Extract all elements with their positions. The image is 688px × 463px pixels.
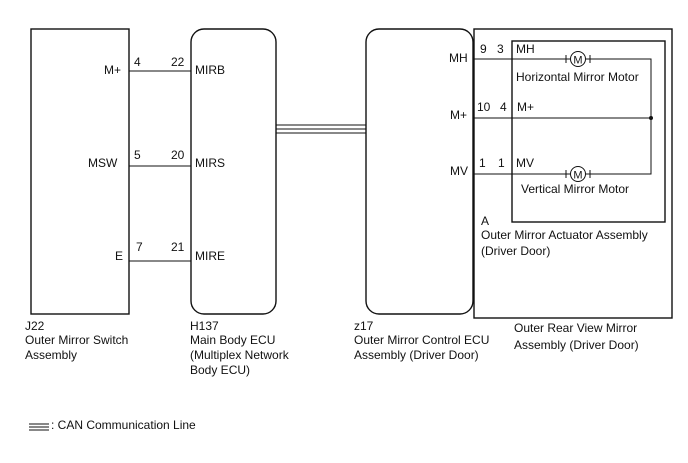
actuator-pin-number-1: 1 xyxy=(498,156,505,170)
switch-assembly-name-line2: Assembly xyxy=(25,348,77,362)
actuator-pin-label-mv: MV xyxy=(516,156,534,170)
switch-pin-number-7: 7 xyxy=(136,240,143,254)
control-ecu-box xyxy=(365,28,474,315)
horizontal-motor-label: Horizontal Mirror Motor xyxy=(516,70,639,84)
control-ecu-name-line2: Assembly (Driver Door) xyxy=(354,348,479,362)
vertical-motor-icon xyxy=(565,166,591,182)
control-ecu-pin-number-1: 1 xyxy=(479,156,486,170)
control-ecu-pin-label-mv: MV xyxy=(450,164,468,178)
control-ecu-pin-label-mh: MH xyxy=(449,51,468,65)
control-ecu-pin-label-mplus: M+ xyxy=(450,108,467,122)
switch-pin-label-e: E xyxy=(115,249,123,263)
vertical-motor-label: Vertical Mirror Motor xyxy=(521,182,629,196)
body-ecu-pin-number-20: 20 xyxy=(171,148,185,162)
horizontal-motor-symbol: M xyxy=(573,55,582,67)
actuator-box xyxy=(511,40,666,223)
body-ecu-pin-number-22: 22 xyxy=(171,55,185,69)
legend-can-line-label: : CAN Communication Line xyxy=(51,418,196,432)
junction-dot xyxy=(649,116,653,120)
control-ecu-pin-number-9: 9 xyxy=(480,42,487,56)
body-ecu-name-line1: Main Body ECU xyxy=(190,333,275,347)
actuator-pin-number-4: 4 xyxy=(500,100,507,114)
switch-pin-label-mplus: M+ xyxy=(104,63,121,77)
switch-pin-number-5: 5 xyxy=(134,148,141,162)
rear-view-mirror-name-line2: Assembly (Driver Door) xyxy=(514,338,639,352)
vertical-motor-symbol: M xyxy=(573,170,582,182)
actuator-name-line1: Outer Mirror Actuator Assembly xyxy=(481,228,648,242)
switch-assembly-name-line1: Outer Mirror Switch xyxy=(25,333,128,347)
actuator-pin-label-mh: MH xyxy=(516,42,535,56)
body-ecu-name-line2: (Multiplex Network xyxy=(190,348,290,362)
switch-pin-label-msw: MSW xyxy=(88,156,118,170)
rear-view-mirror-name-line1: Outer Rear View Mirror xyxy=(514,321,637,335)
control-ecu-pin-number-10: 10 xyxy=(477,100,491,114)
body-ecu-pin-label-mirs: MIRS xyxy=(195,156,225,170)
body-ecu-pin-label-mire: MIRE xyxy=(195,249,225,263)
legend-can-line-icon xyxy=(29,423,49,431)
body-ecu-box xyxy=(190,28,277,315)
can-communication-line xyxy=(276,124,366,134)
body-ecu-pin-number-21: 21 xyxy=(171,240,185,254)
switch-assembly-box xyxy=(30,28,130,315)
horizontal-motor-icon xyxy=(565,51,591,67)
control-ecu-name-line1: Outer Mirror Control ECU xyxy=(354,333,489,347)
actuator-code: A xyxy=(481,214,489,228)
actuator-pin-label-mplus: M+ xyxy=(517,100,534,114)
actuator-pin-number-3: 3 xyxy=(497,42,504,56)
actuator-name-line2: (Driver Door) xyxy=(481,244,550,258)
body-ecu-name-line3: Body ECU) xyxy=(190,363,250,377)
body-ecu-code: H137 xyxy=(190,319,219,333)
switch-pin-number-4: 4 xyxy=(134,55,141,69)
control-ecu-code: z17 xyxy=(354,319,374,333)
switch-assembly-code: J22 xyxy=(25,319,45,333)
body-ecu-pin-label-mirb: MIRB xyxy=(195,63,225,77)
